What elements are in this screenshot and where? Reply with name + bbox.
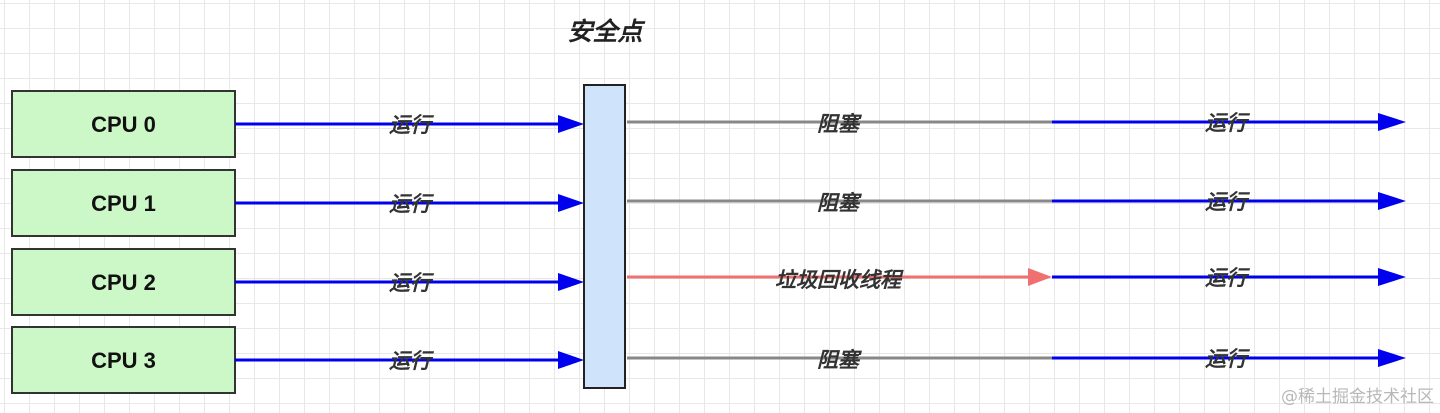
cpu-label: CPU 1 xyxy=(91,191,156,216)
cpu-box xyxy=(11,90,236,158)
running-arrowhead xyxy=(558,273,584,291)
running-label: 运行 xyxy=(389,192,435,216)
cpu-row: CPU 3 运行 阻塞 运行 xyxy=(11,326,1406,394)
gc-thread-arrowhead xyxy=(1028,268,1052,286)
cpu-row: CPU 1 运行 阻塞 运行 xyxy=(11,169,1406,237)
running-label: 运行 xyxy=(389,349,435,373)
blocked-label: 阻塞 xyxy=(817,191,862,215)
watermark-text: @稀土掘金技术社区 xyxy=(1281,387,1434,407)
running-arrowhead xyxy=(1378,113,1406,131)
cpu-label: CPU 3 xyxy=(91,348,156,373)
running-arrowhead xyxy=(1378,192,1406,210)
safepoint-bar xyxy=(583,84,626,389)
cpu-row: CPU 0 运行 阻塞 运行 xyxy=(11,90,1406,158)
running-label: 运行 xyxy=(1205,111,1251,135)
running-label: 运行 xyxy=(389,113,435,137)
running-label: 运行 xyxy=(1205,190,1251,214)
safepoint-title: 安全点 xyxy=(567,17,645,46)
running-arrowhead xyxy=(558,194,584,212)
running-arrowhead xyxy=(558,115,584,133)
cpu-label: CPU 2 xyxy=(91,270,156,295)
gc-thread-label: 垃圾回收线程 xyxy=(775,268,904,292)
blocked-label: 阻塞 xyxy=(817,348,862,372)
running-label: 运行 xyxy=(1205,347,1251,371)
blocked-label: 阻塞 xyxy=(817,112,862,136)
running-arrowhead xyxy=(558,351,584,369)
running-label: 运行 xyxy=(1205,266,1251,290)
cpu-box xyxy=(11,169,236,237)
cpu-label: CPU 0 xyxy=(91,112,156,137)
cpu-box xyxy=(11,326,236,394)
running-arrowhead xyxy=(1378,349,1406,367)
running-arrowhead xyxy=(1378,268,1406,286)
running-label: 运行 xyxy=(389,271,435,295)
cpu-row: CPU 2 运行 垃圾回收线程 运行 xyxy=(11,248,1406,316)
